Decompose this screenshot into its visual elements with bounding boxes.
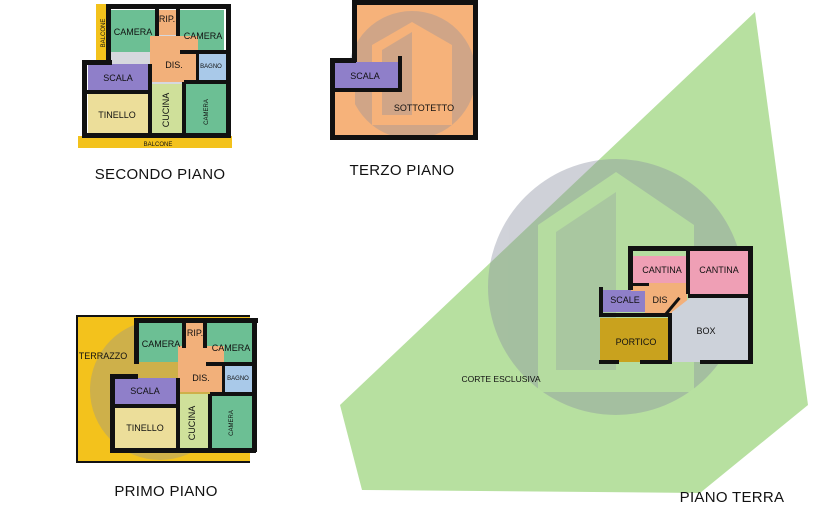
camera-small-label: CAMERA <box>204 99 210 125</box>
balcone-left-area <box>96 4 109 62</box>
camera-right-label: CAMERA <box>184 31 223 41</box>
camera-small-label: CAMERA <box>229 410 235 436</box>
dis-label: DIS <box>652 295 667 305</box>
terzo-piano-walls <box>330 0 478 140</box>
terrazzo-label: TERRAZZO <box>79 351 128 361</box>
tinello-label: TINELLO <box>98 110 136 120</box>
piano-terra-title: PIANO TERRA <box>680 489 785 506</box>
terzo-piano-plan: SCALA SOTTOTETTO TERZO PIANO <box>330 0 478 179</box>
secondo-piano-title: SECONDO PIANO <box>95 166 226 183</box>
scala-room <box>88 64 148 92</box>
tinello-room <box>115 408 177 448</box>
secondo-piano-walls <box>82 4 231 138</box>
piano-terra-plan: CANTINA CANTINA SCALE DIS PORTICO BOX CO… <box>340 12 808 506</box>
camera-left-label: CAMERA <box>142 339 181 349</box>
scale-room <box>603 290 645 312</box>
dis-label: DIS. <box>192 373 210 383</box>
tinello-room <box>88 94 150 134</box>
balcone-bottom-area <box>78 136 232 148</box>
primo-piano-plan: TERRAZZO CAMERA RIP. CAMERA DIS. BAGNO S… <box>76 315 258 500</box>
scala-room <box>335 62 401 90</box>
rip-label: RIP. <box>159 14 175 24</box>
scala-label: SCALA <box>350 71 380 81</box>
rip-room <box>184 322 204 346</box>
primo-piano-walls <box>76 315 258 463</box>
primo-piano-title: PRIMO PIANO <box>114 483 217 500</box>
corte-esclusiva-label: CORTE ESCLUSIVA <box>461 374 540 384</box>
camera-left-room <box>137 322 182 362</box>
bagno-label: BAGNO <box>227 376 249 382</box>
box-label: BOX <box>696 326 715 336</box>
rip-label: RIP. <box>187 328 203 338</box>
cantina-right-room <box>690 250 748 296</box>
tinello-label: TINELLO <box>126 423 164 433</box>
cucina-label: CUCINA <box>187 406 197 441</box>
balcone-left-label: BALCONE <box>101 19 107 48</box>
bagno-label: BAGNO <box>200 64 222 70</box>
scala-room <box>115 378 177 406</box>
cantina-left-room <box>631 256 687 283</box>
balcone-bottom-label: BALCONE <box>144 142 173 148</box>
dis-room <box>150 36 198 82</box>
piano-terra-walls <box>599 246 753 364</box>
rip-room <box>157 10 177 35</box>
bagno-room <box>224 366 252 392</box>
camera-left-label: CAMERA <box>114 27 153 37</box>
portico-label: PORTICO <box>616 337 657 347</box>
box-room <box>672 298 748 362</box>
cantina-left-label: CANTINA <box>642 265 682 275</box>
house-logo-watermark <box>348 11 476 139</box>
corte-esclusiva-area <box>340 12 808 493</box>
cantina-right-label: CANTINA <box>699 265 739 275</box>
camera-right-label: CAMERA <box>212 343 251 353</box>
cucina-label: CUCINA <box>161 93 171 128</box>
portico-room <box>600 318 670 362</box>
dis-room <box>178 346 224 392</box>
sottotetto-label: SOTTOTETTO <box>394 103 454 113</box>
camera-small-room <box>184 82 228 134</box>
secondo-piano-plan: BALCONE BALCONE CAMERA RIP. CAMERA DIS. … <box>78 4 232 183</box>
camera-small-room <box>210 394 252 448</box>
bagno-room <box>198 54 226 80</box>
scala-label: SCALA <box>103 73 133 83</box>
cucina-room <box>180 394 208 448</box>
camera-left-room <box>110 10 156 52</box>
dis-label: DIS. <box>165 60 183 70</box>
scala-label: SCALA <box>130 386 160 396</box>
cucina-room <box>152 84 182 134</box>
terzo-piano-title: TERZO PIANO <box>350 162 455 179</box>
scale-label: SCALE <box>610 295 640 305</box>
